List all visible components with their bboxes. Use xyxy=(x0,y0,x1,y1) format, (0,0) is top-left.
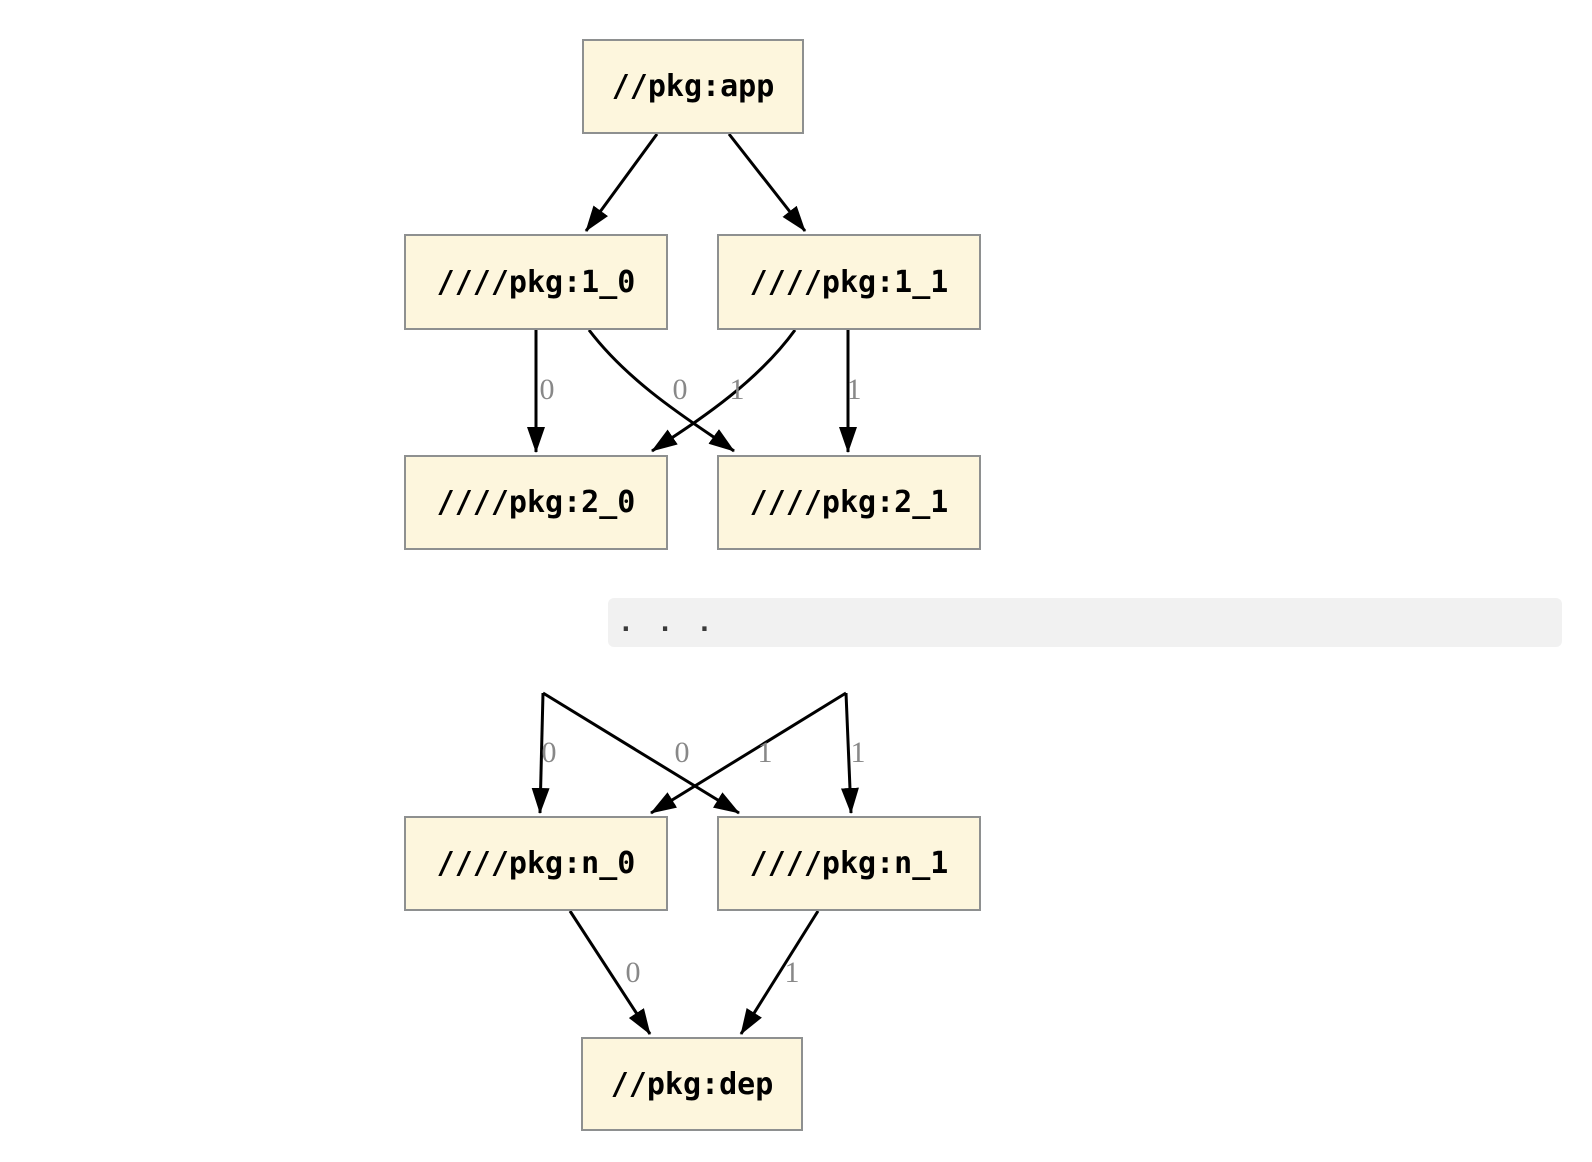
edge-dots-to-n_1-cross xyxy=(542,691,740,815)
node-pkg-n_1: ////pkg:n_1 xyxy=(717,816,981,911)
edge-label-n_1-dep: 1 xyxy=(784,956,800,989)
edge-n_0-to-dep xyxy=(568,910,652,1035)
edge-label-n_0-dep: 0 xyxy=(625,956,641,989)
node-pkg-2_0: ////pkg:2_0 xyxy=(404,455,668,550)
edge-dots-to-n_1-straight xyxy=(840,692,859,814)
edge-n_1-to-dep xyxy=(739,910,820,1035)
edge-label-1_0-2_1: 1 xyxy=(729,373,745,406)
ellipsis-band: . . . xyxy=(608,598,1562,647)
node-pkg-n_0: ////pkg:n_0 xyxy=(404,816,668,911)
edge-label-1_1-2_1: 1 xyxy=(846,373,862,406)
edge-1_1-to-2_0 xyxy=(651,329,797,453)
edge-dots-to-n_0-straight xyxy=(531,692,550,814)
edge-label-1_0-2_0: 0 xyxy=(539,373,555,406)
node-pkg-2_1: ////pkg:2_1 xyxy=(717,455,981,550)
node-pkg-app: //pkg:app xyxy=(582,39,804,134)
edge-dots-to-n_0-cross xyxy=(650,691,847,815)
node-pkg-1_0: ////pkg:1_0 xyxy=(404,234,668,330)
node-pkg-1_1: ////pkg:1_1 xyxy=(717,234,981,330)
edge-label-dots-n_0-straight: 0 xyxy=(541,736,557,769)
edge-label-dots-n_0-cross: 0 xyxy=(674,736,690,769)
edge-label-dots-n_1-straight: 1 xyxy=(850,736,866,769)
edge-app-to-1_1 xyxy=(727,133,807,232)
edge-label-1_1-2_0: 0 xyxy=(672,373,688,406)
edge-app-to-1_0 xyxy=(584,133,659,232)
edge-label-dots-n_1-cross: 1 xyxy=(757,736,773,769)
node-pkg-dep: //pkg:dep xyxy=(581,1037,803,1131)
edge-1_0-to-2_1 xyxy=(587,329,735,453)
